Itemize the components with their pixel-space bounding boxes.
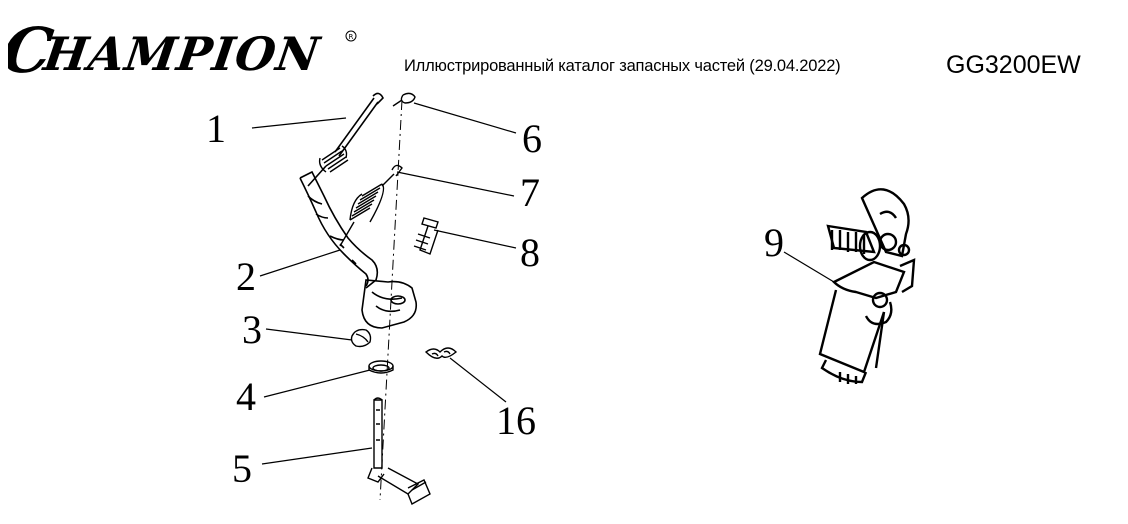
callout-7: 7 xyxy=(520,170,540,215)
part-8-screw xyxy=(413,217,439,255)
callout-8: 8 xyxy=(520,230,540,275)
callout-1: 1 xyxy=(206,106,226,151)
callout-9: 9 xyxy=(764,220,784,265)
callout-2: 2 xyxy=(236,254,256,299)
part-1-throttle-spring-rod xyxy=(307,92,384,187)
model-number: GG3200EW xyxy=(946,51,1081,79)
part-4-washer xyxy=(368,360,394,374)
svg-text:HAMPION: HAMPION xyxy=(39,27,325,81)
svg-text:R: R xyxy=(349,33,354,41)
callout-3: 3 xyxy=(242,307,262,352)
svg-text:C: C xyxy=(8,14,57,84)
leader-lines xyxy=(251,102,835,465)
part-5-shaft-lever xyxy=(367,397,431,505)
part-6-clip xyxy=(392,92,416,107)
callout-4: 4 xyxy=(236,374,256,419)
part-9-governor-arm-assembly xyxy=(818,188,916,384)
part-16-spring-clip xyxy=(424,347,458,359)
champion-logo: C HAMPION R xyxy=(8,14,357,84)
part-3-nut xyxy=(350,328,372,348)
callout-6: 6 xyxy=(522,116,542,161)
part-7-spring xyxy=(339,164,403,247)
part-2-bracket xyxy=(299,170,418,329)
callout-5: 5 xyxy=(232,446,252,491)
callout-16: 16 xyxy=(496,398,536,443)
catalog-title: Иллюстрированный каталог запасных частей… xyxy=(404,57,841,75)
